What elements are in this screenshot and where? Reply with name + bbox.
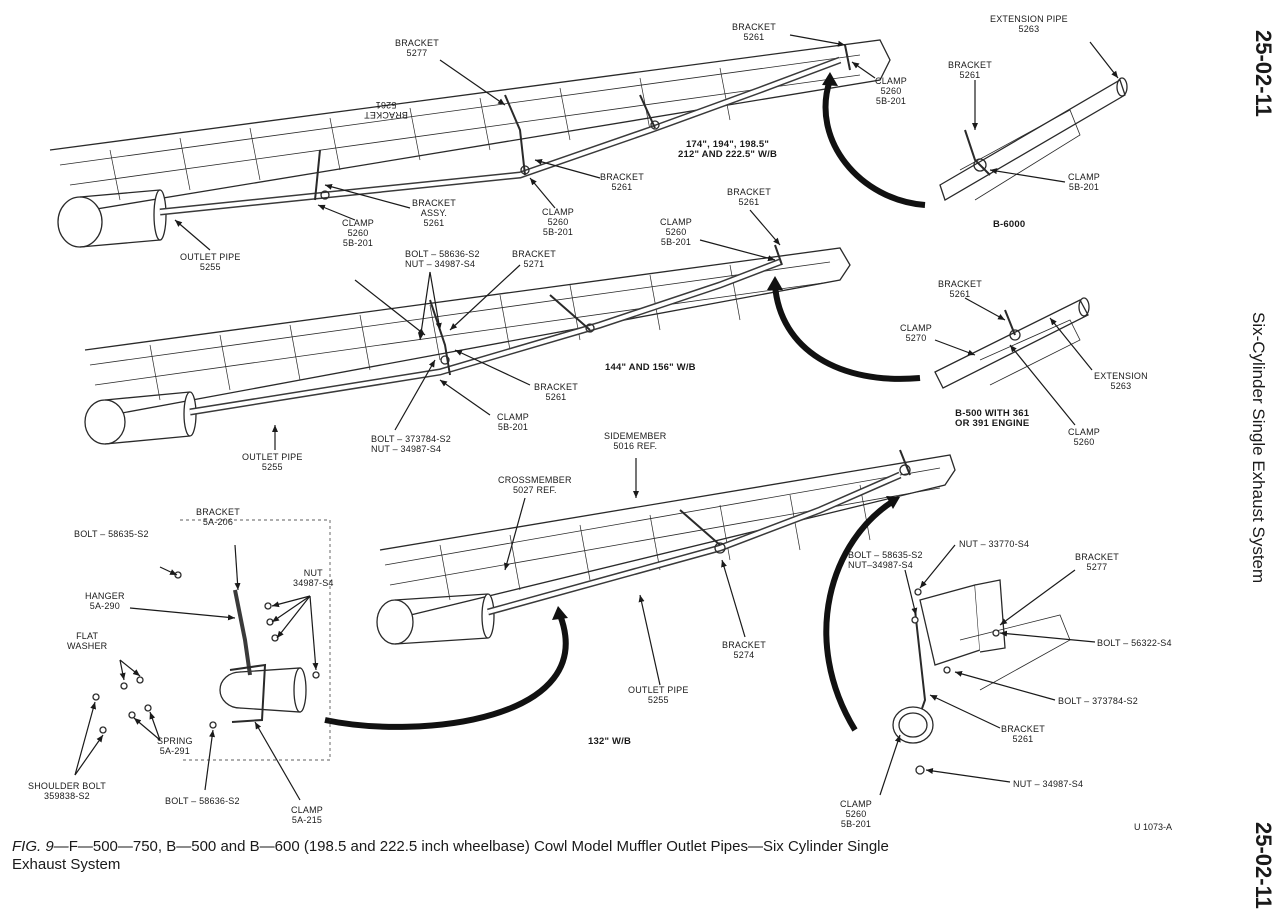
label-flat-washer: FLAT WASHER	[67, 631, 108, 651]
extension-b500	[934, 299, 1089, 389]
label-bolt-58636-bottom: BOLT – 58636-S2	[165, 796, 240, 806]
label-clamp-5260-middle: CLAMP 5260 5B-201	[660, 217, 693, 247]
label-bracket-5271: BRACKET 5271	[512, 249, 556, 269]
label-bracket-5261-b6000: BRACKET 5261	[948, 60, 992, 80]
label-bracket-5274: BRACKET 5274	[722, 640, 766, 660]
label-crossmember-5027: CROSSMEMBER 5027 REF.	[498, 475, 572, 495]
label-bolt-58636-nut: BOLT – 58636-S2 NUT – 34987-S4	[405, 249, 480, 269]
outlet-pipe-bottom	[487, 471, 902, 616]
label-bolt-56322: BOLT – 56322-S4	[1097, 638, 1172, 648]
frame-rail-top	[49, 39, 891, 216]
label-b500-engine: B-500 WITH 361 OR 391 ENGINE	[955, 408, 1030, 429]
label-outlet-pipe-middle: OUTLET PIPE 5255	[242, 452, 303, 472]
label-bolt-373784-nut: BOLT – 373784-S2 NUT – 34987-S4	[371, 434, 451, 454]
label-hanger-5a290: HANGER 5A-290	[85, 591, 125, 611]
label-extension-5263: EXTENSION 5263	[1094, 371, 1148, 391]
label-clamp-5b201-b6000: CLAMP 5B-201	[1068, 172, 1101, 192]
bracket-5277	[919, 584, 981, 666]
muffler-bottom	[376, 599, 414, 645]
label-bracket-5261-mid: BRACKET 5261	[600, 172, 644, 192]
label-bracket-5261-inverted: BRACKET 5261	[364, 100, 408, 120]
label-bracket-5a206: BRACKET 5A-206	[196, 507, 240, 527]
label-bolt-373784-right: BOLT – 373784-S2	[1058, 696, 1138, 706]
detail-arrow-middle	[772, 284, 921, 382]
label-bracket-5261-top-right: BRACKET 5261	[732, 22, 776, 42]
label-bracket-5261-b500: BRACKET 5261	[938, 279, 982, 299]
label-clamp-5270: CLAMP 5270	[900, 323, 933, 343]
label-shoulder-bolt: SHOULDER BOLT 359838-S2	[28, 781, 106, 801]
label-bolt-58635-left: BOLT – 58635-S2	[74, 529, 149, 539]
outlet-pipe-middle	[189, 258, 782, 416]
detail-arrow-top	[822, 79, 926, 208]
label-clamp-5260-left: CLAMP 5260 5B-201	[342, 218, 375, 248]
label-clamp-5260-center: CLAMP 5260 5B-201	[542, 207, 575, 237]
muffler-top	[57, 196, 103, 248]
label-bracket-5261-right: BRACKET 5261	[1001, 724, 1045, 744]
side-title: Six-Cylinder Single Exhaust System	[1249, 312, 1268, 584]
label-sidemember-5016: SIDEMEMBER 5016 REF.	[604, 431, 667, 451]
detail-arrow-bottom-left	[324, 613, 569, 730]
label-b6000: B-6000	[993, 219, 1026, 230]
label-extension-pipe-5263: EXTENSION PIPE 5263	[990, 14, 1068, 34]
detail-arrow-bottom-right	[823, 497, 897, 732]
bottom-assembly	[324, 449, 956, 732]
label-bracket-5261-lower: BRACKET 5261	[534, 382, 578, 402]
figure-prefix: FIG. 9—	[12, 838, 69, 855]
page-number-bottom: 25-02-11	[1251, 822, 1276, 909]
label-nut-34987-left: NUT 34987-S4	[293, 568, 334, 588]
figure-caption: FIG. 9—F—500—750, B—500 and B—600 (198.5…	[12, 838, 892, 874]
label-clamp-5a215: CLAMP 5A-215	[291, 805, 324, 825]
label-bracket-5277-top: BRACKET 5277	[395, 38, 439, 58]
label-clamp-5b201-middle: CLAMP 5B-201	[497, 412, 530, 432]
label-clamp-5260-b500: CLAMP 5260	[1068, 427, 1101, 447]
figure-caption-text: F—500—750, B—500 and B—600 (198.5 and 22…	[12, 838, 889, 873]
detail-bracket-clamp	[892, 579, 1071, 775]
label-outlet-pipe-bottom: OUTLET PIPE 5255	[628, 685, 689, 705]
leader-lines	[74, 34, 1119, 801]
label-wheelbase-144-156: 144" AND 156" W/B	[605, 362, 696, 373]
label-outlet-pipe-top: OUTLET PIPE 5255	[180, 252, 241, 272]
hanger-strap	[233, 589, 252, 676]
label-bracket-assy: BRACKET ASSY. 5261	[412, 198, 456, 228]
reference-code: U 1073-A	[1134, 822, 1173, 832]
label-wheelbase-132: 132" W/B	[588, 736, 632, 747]
label-bracket-5261-middle: BRACKET 5261	[727, 187, 771, 207]
label-clamp-5260-right: CLAMP 5260 5B-201	[840, 799, 873, 829]
label-bracket-5277-right: BRACKET 5277	[1075, 552, 1119, 572]
muffler-middle	[84, 399, 126, 445]
label-nut-34987-right: NUT – 34987-S4	[1013, 779, 1084, 789]
label-bolt-58635-nut-right: BOLT – 58635-S2 NUT–34987-S4	[848, 550, 923, 570]
label-spring-5a291: SPRING 5A-291	[157, 736, 193, 756]
label-clamp-5260-top: CLAMP 5260 5B-201	[875, 76, 908, 106]
detail-hanger	[92, 519, 331, 761]
label-wheelbase-long: 174", 194", 198.5" 212" AND 222.5" W/B	[678, 139, 778, 160]
label-nut-33770: NUT – 33770-S4	[959, 539, 1030, 549]
top-assembly	[49, 39, 926, 248]
middle-assembly	[84, 244, 921, 445]
detail-b500	[934, 297, 1090, 389]
detail-b6000	[939, 77, 1128, 201]
page-number-top: 25-02-11	[1251, 30, 1276, 117]
